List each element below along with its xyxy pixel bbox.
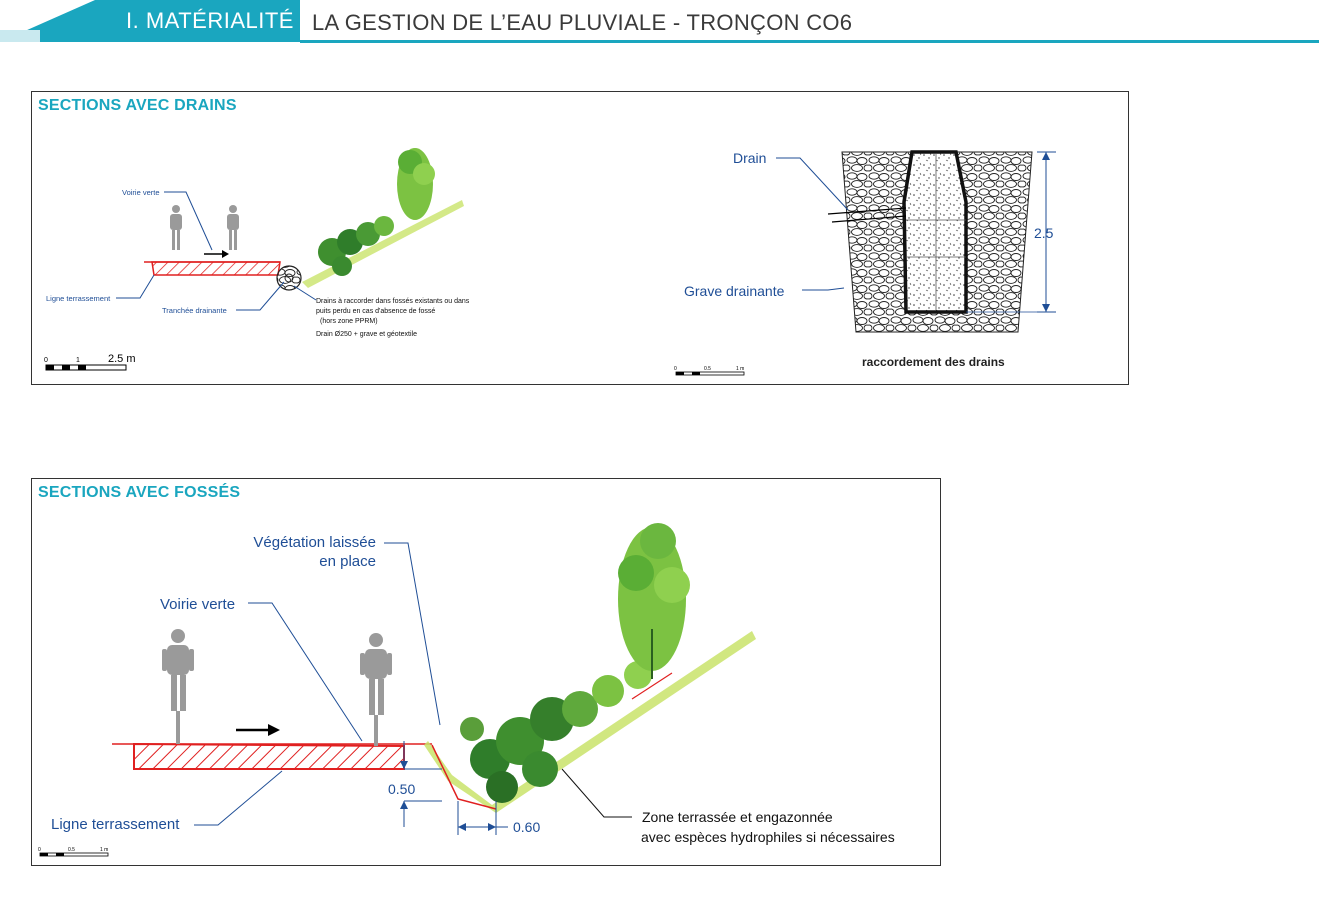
fosses-leader-lines bbox=[194, 542, 441, 826]
dimension-width bbox=[457, 801, 508, 835]
label-dim-050: 0.50 bbox=[388, 781, 415, 797]
cyclist-figure-right-large bbox=[360, 633, 392, 746]
scale-one: 1 bbox=[76, 357, 80, 364]
label-zone-2: avec espèces hydrophiles si nécessaires bbox=[641, 829, 895, 845]
label-vegetation-1: Végétation laissée bbox=[253, 534, 376, 551]
detail-scale-mid: 0.5 bbox=[704, 366, 711, 372]
detail-scale-zero: 0 bbox=[674, 366, 677, 372]
slope-vegetation bbox=[302, 148, 464, 288]
label-voirie-verte-large: Voirie verte bbox=[160, 596, 235, 613]
drain-trench bbox=[276, 265, 302, 291]
label-ligne-terrassement: Ligne terrassement bbox=[46, 294, 111, 303]
label-tranchee-drainante: Tranchée drainante bbox=[162, 306, 227, 315]
panel-fosses-title: SECTIONS AVEC FOSSÉS bbox=[38, 484, 241, 501]
label-drains-note-2: puits perdu en cas d'absence de fossé bbox=[316, 308, 435, 315]
dimension-depth bbox=[400, 741, 442, 827]
label-voirie-verte: Voirie verte bbox=[122, 188, 160, 197]
label-grave-drainante: Grave drainante bbox=[684, 283, 785, 299]
fosses-scale-end: 1 m bbox=[100, 847, 108, 853]
ditch-vegetation bbox=[424, 523, 756, 813]
drain-connection-detail bbox=[827, 150, 1056, 333]
label-drain: Drain bbox=[733, 150, 766, 166]
detail-scale-end: 1 m bbox=[736, 366, 744, 372]
label-vegetation-2: en place bbox=[319, 553, 376, 570]
header-rule bbox=[300, 40, 1319, 43]
cyclist-figure-left bbox=[170, 205, 182, 250]
cyclist-figure-left-large bbox=[162, 629, 194, 744]
header-band bbox=[0, 0, 300, 42]
direction-arrow-icon bbox=[204, 250, 229, 258]
scale-bar-detail: 0 0.5 1 m bbox=[674, 366, 745, 376]
panel-fosses: SECTIONS AVEC FOSSÉS bbox=[31, 478, 941, 866]
detail-leader-lines bbox=[776, 157, 849, 291]
direction-arrow-icon-large bbox=[236, 724, 280, 736]
panel-drains-title: SECTIONS AVEC DRAINS bbox=[38, 97, 237, 114]
road-body bbox=[144, 261, 281, 276]
zone-leader-line bbox=[561, 768, 632, 818]
detail-caption: raccordement des drains bbox=[862, 355, 1005, 369]
fosses-scale-zero: 0 bbox=[38, 847, 41, 853]
cyclist-figure-right bbox=[227, 205, 239, 250]
drains-diagram: Voirie verte Ligne terrassement Tranchée… bbox=[44, 148, 1056, 376]
fosses-scale-mid: 0.5 bbox=[68, 847, 75, 853]
road-body-fosses bbox=[112, 742, 432, 770]
label-drain-spec: Drain Ø250 + grave et géotextile bbox=[316, 331, 417, 338]
leader-lines bbox=[116, 191, 317, 311]
fosses-diagram: Végétation laissée en place Voirie verte… bbox=[38, 523, 895, 857]
section-label: I. MATÉRIALITÉ bbox=[126, 8, 294, 33]
label-ligne-terrassement-large: Ligne terrassement bbox=[51, 816, 180, 833]
page-title: LA GESTION DE L’EAU PLUVIALE - TRONÇON C… bbox=[312, 10, 853, 35]
label-drains-note-3: (hors zone PPRM) bbox=[320, 318, 378, 325]
label-dim-060: 0.60 bbox=[513, 819, 540, 835]
dimension-value: 2.5 bbox=[1034, 225, 1054, 241]
scale-end: 2.5 m bbox=[108, 353, 136, 365]
label-zone-1: Zone terrassée et engazonnée bbox=[642, 809, 833, 825]
scale-bar-fosses: 0 0.5 1 m bbox=[38, 847, 109, 857]
scale-zero: 0 bbox=[44, 357, 48, 364]
scale-bar-drains: 0 1 2.5 m bbox=[44, 353, 136, 371]
label-drains-note-1: Drains à raccorder dans fossés existants… bbox=[316, 298, 470, 305]
panel-drains: SECTIONS AVEC DRAINS bbox=[31, 91, 1129, 385]
